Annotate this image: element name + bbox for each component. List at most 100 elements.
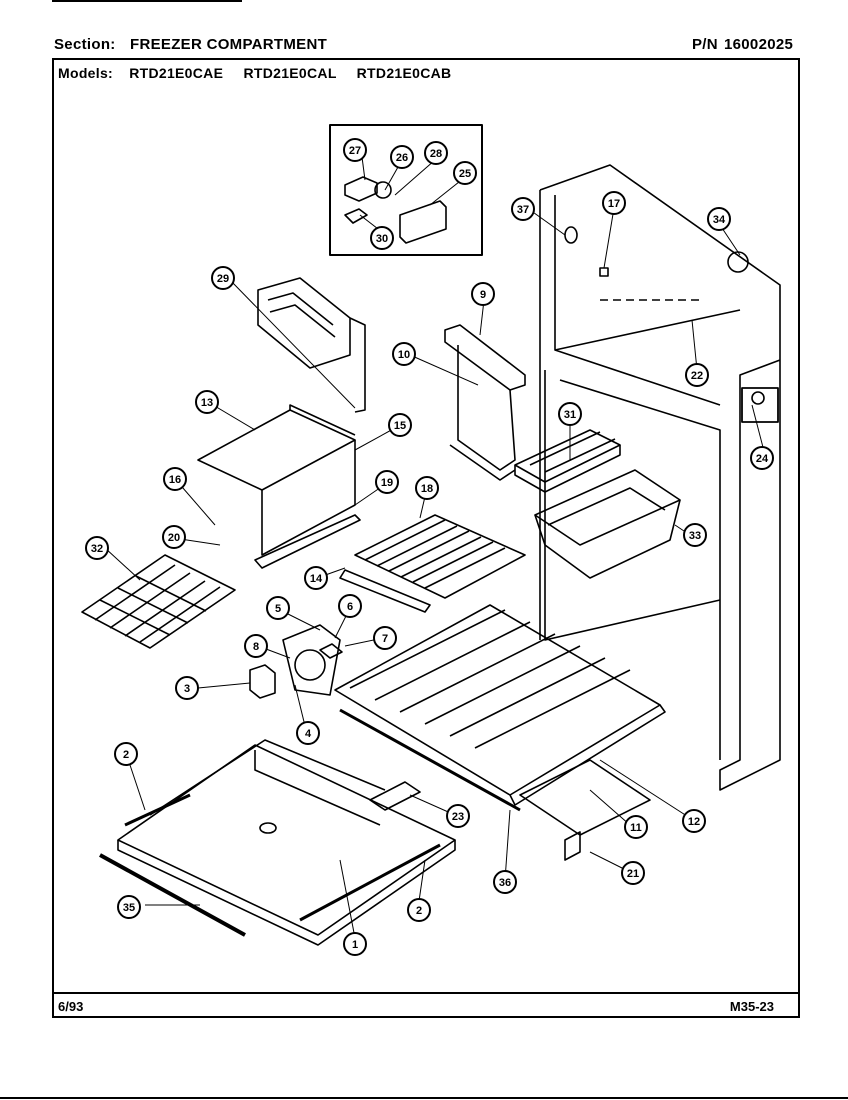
callout-label: 14 [310, 573, 323, 585]
callout-30: 30 [370, 226, 394, 250]
freezer-shelf-box-drawing [197, 404, 361, 569]
ice-tray-drawing [514, 429, 621, 493]
cabinet-drawing [539, 164, 781, 791]
callout-label: 8 [253, 641, 259, 653]
fan-assembly-drawing [249, 624, 343, 699]
callout-label: 3 [184, 683, 190, 695]
callout-24: 24 [750, 446, 774, 470]
callout-label: 6 [347, 601, 353, 613]
models-label: Models: [58, 65, 113, 81]
callout-7: 7 [373, 626, 397, 650]
callout-label: 13 [201, 397, 213, 409]
callout-31: 31 [558, 402, 582, 426]
callout-22: 22 [685, 363, 709, 387]
callout-label: 22 [691, 370, 703, 382]
callout-label: 32 [91, 543, 103, 555]
callout-label: 2 [416, 905, 422, 917]
wire-shelf-drawing [339, 514, 526, 613]
insulation-piece [369, 781, 421, 811]
freezer-floor-drawing [117, 739, 456, 946]
callout-28: 28 [424, 141, 448, 165]
callout-label: 4 [305, 728, 312, 740]
callout-29: 29 [211, 266, 235, 290]
right-rail-strip [299, 843, 441, 922]
callout-35: 35 [117, 895, 141, 919]
grid-shelf-drawing [81, 554, 236, 649]
callout-14: 14 [304, 566, 328, 590]
front-seal-strip [99, 853, 246, 937]
callout-11: 11 [624, 815, 648, 839]
callout-8: 8 [244, 634, 268, 658]
icemaker-parts-drawing [344, 176, 447, 244]
callout-32: 32 [85, 536, 109, 560]
models-line: Models: RTD21E0CAE RTD21E0CAL RTD21E0CAB [58, 65, 451, 81]
part-number-label: P/N [692, 36, 718, 53]
callout-25: 25 [453, 161, 477, 185]
callout-21: 21 [621, 861, 645, 885]
callout-6: 6 [338, 594, 362, 618]
callout-label: 5 [275, 603, 281, 615]
callout-12: 12 [682, 809, 706, 833]
evaporator-cover-drawing [334, 604, 666, 836]
callout-5: 5 [266, 596, 290, 620]
callout-label: 35 [123, 902, 135, 914]
bracket-piece [564, 831, 581, 861]
callout-label: 9 [480, 289, 486, 301]
callout-16: 16 [163, 467, 187, 491]
top-rule [52, 0, 242, 2]
model-1: RTD21E0CAE [129, 65, 224, 81]
callout-label: 30 [376, 233, 388, 245]
callout-label: 25 [459, 168, 471, 180]
footer-date: 6/93 [58, 999, 84, 1014]
model-2: RTD21E0CAL [243, 65, 337, 81]
callout-label: 29 [217, 273, 229, 285]
callout-label: 37 [517, 204, 529, 216]
callout-19: 19 [375, 470, 399, 494]
callout-label: 23 [452, 811, 464, 823]
callout-label: 24 [756, 453, 769, 465]
callout-3: 3 [175, 676, 199, 700]
ice-bin-drawing [257, 277, 366, 413]
callout-label: 18 [421, 483, 433, 495]
section-name: FREEZER COMPARTMENT [130, 36, 328, 53]
callout-label: 20 [168, 532, 180, 544]
footer-page-code: M35-23 [729, 999, 774, 1014]
callout-label: 31 [564, 409, 576, 421]
footer-rule [54, 992, 798, 994]
callout-33: 33 [683, 523, 707, 547]
callout-label: 10 [398, 349, 410, 361]
left-rail-strip [124, 793, 191, 827]
callout-36: 36 [493, 870, 517, 894]
model-3: RTD21E0CAB [356, 65, 452, 81]
callout-label: 26 [396, 152, 408, 164]
callout-label: 21 [627, 868, 639, 880]
callout-label: 36 [499, 877, 511, 889]
callout-23: 23 [446, 804, 470, 828]
callout-15: 15 [388, 413, 412, 437]
section-label: Section: [54, 36, 116, 53]
callout-2: 2 [114, 742, 138, 766]
callout-label: 34 [713, 214, 726, 226]
callout-label: 27 [349, 145, 361, 157]
callout-20: 20 [162, 525, 186, 549]
page-header: Section: FREEZER COMPARTMENT P/N 1600202… [52, 36, 802, 56]
callout-label: 33 [689, 530, 701, 542]
callout-13: 13 [195, 390, 219, 414]
callout-27: 27 [343, 138, 367, 162]
callout-label: 12 [688, 816, 700, 828]
callout-label: 2 [123, 749, 129, 761]
part-number-value: 16002025 [724, 36, 794, 53]
callout-1: 1 [343, 932, 367, 956]
callout-label: 11 [630, 822, 642, 834]
freezer-basket-drawing [534, 469, 681, 579]
callout-label: 17 [608, 198, 620, 210]
callout-label: 19 [381, 477, 393, 489]
bottom-rule [0, 1097, 848, 1099]
gasket-strip [339, 708, 521, 812]
callout-label: 7 [382, 633, 388, 645]
callout-label: 15 [394, 420, 406, 432]
air-duct-drawing [444, 324, 526, 481]
callout-2: 2 [407, 898, 431, 922]
